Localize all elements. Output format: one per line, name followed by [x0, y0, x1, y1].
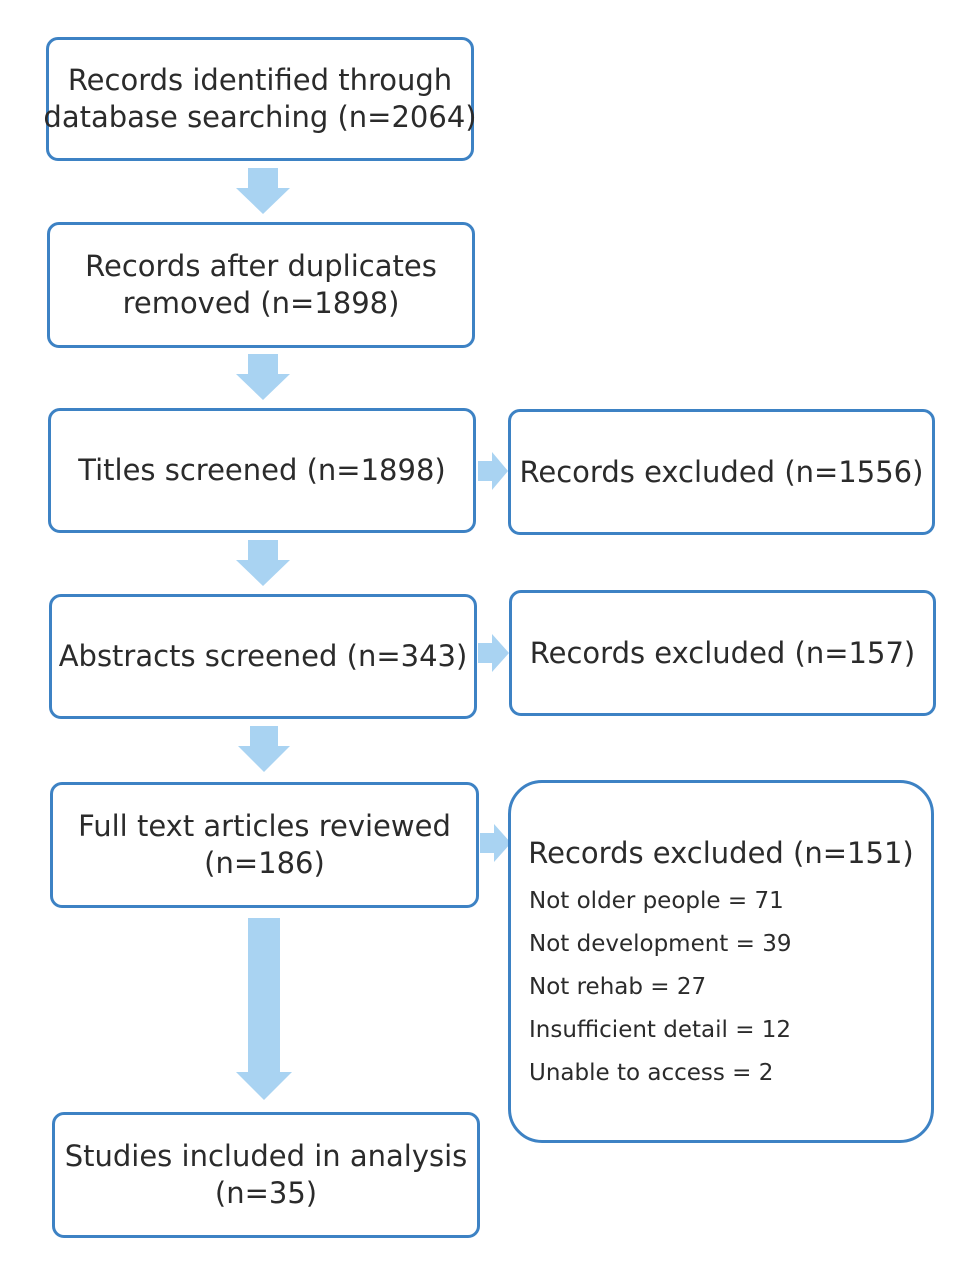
down-arrow-4	[238, 726, 290, 772]
abstracts-screened-text: Abstracts screened (n=343)	[58, 639, 468, 673]
after-duplicates-line-1: Records after duplicates	[85, 249, 437, 283]
right-arrow-1	[478, 452, 508, 490]
identified-box: Records identified through database sear…	[43, 37, 477, 161]
full-text-line-2: (n=186)	[204, 846, 325, 880]
reason-not-rehab: Not rehab = 27	[529, 974, 707, 1000]
after-duplicates-line-2: removed (n=1898)	[122, 286, 400, 320]
full-text-excluded-text: Records excluded (n=151)	[528, 836, 914, 870]
titles-excluded-text: Records excluded (n=1556)	[519, 454, 924, 489]
titles-screened-box: Titles screened (n=1898)	[48, 408, 476, 533]
abstracts-excluded-text: Records excluded (n=157)	[529, 635, 916, 670]
reason-insufficient-detail: Insufficient detail = 12	[529, 1017, 792, 1043]
down-arrow-2	[236, 354, 290, 400]
full-text-excluded-box: Records excluded (n=151) Not older peopl…	[508, 780, 934, 1143]
identified-line-1: Records identified through	[67, 63, 453, 97]
reason-unable-to-access: Unable to access = 2	[529, 1060, 774, 1086]
right-arrow-3	[480, 824, 511, 862]
abstracts-screened-box: Abstracts screened (n=343)	[49, 594, 477, 719]
after-duplicates-box: Records after duplicates removed (n=1898…	[47, 222, 475, 348]
reason-not-development: Not development = 39	[529, 931, 792, 957]
exclusion-reasons-list: Not older people = 71 Not development = …	[511, 880, 931, 1095]
included-line-2: (n=35)	[214, 1176, 318, 1210]
abstracts-excluded-box: Records excluded (n=157)	[509, 590, 936, 716]
full-text-line-1: Full text articles reviewed	[78, 809, 451, 843]
identified-line-2: database searching (n=2064)	[43, 100, 477, 134]
included-line-1: Studies included in analysis	[64, 1139, 468, 1173]
titles-excluded-box: Records excluded (n=1556)	[508, 409, 935, 535]
titles-screened-text: Titles screened (n=1898)	[78, 453, 446, 487]
full-text-box: Full text articles reviewed (n=186)	[50, 782, 479, 908]
down-arrow-1	[236, 168, 290, 214]
right-arrow-2	[478, 634, 509, 672]
down-arrow-3	[236, 540, 290, 586]
down-arrow-5	[236, 918, 292, 1100]
reason-not-older-people: Not older people = 71	[529, 888, 784, 914]
included-box: Studies included in analysis (n=35)	[52, 1112, 480, 1238]
